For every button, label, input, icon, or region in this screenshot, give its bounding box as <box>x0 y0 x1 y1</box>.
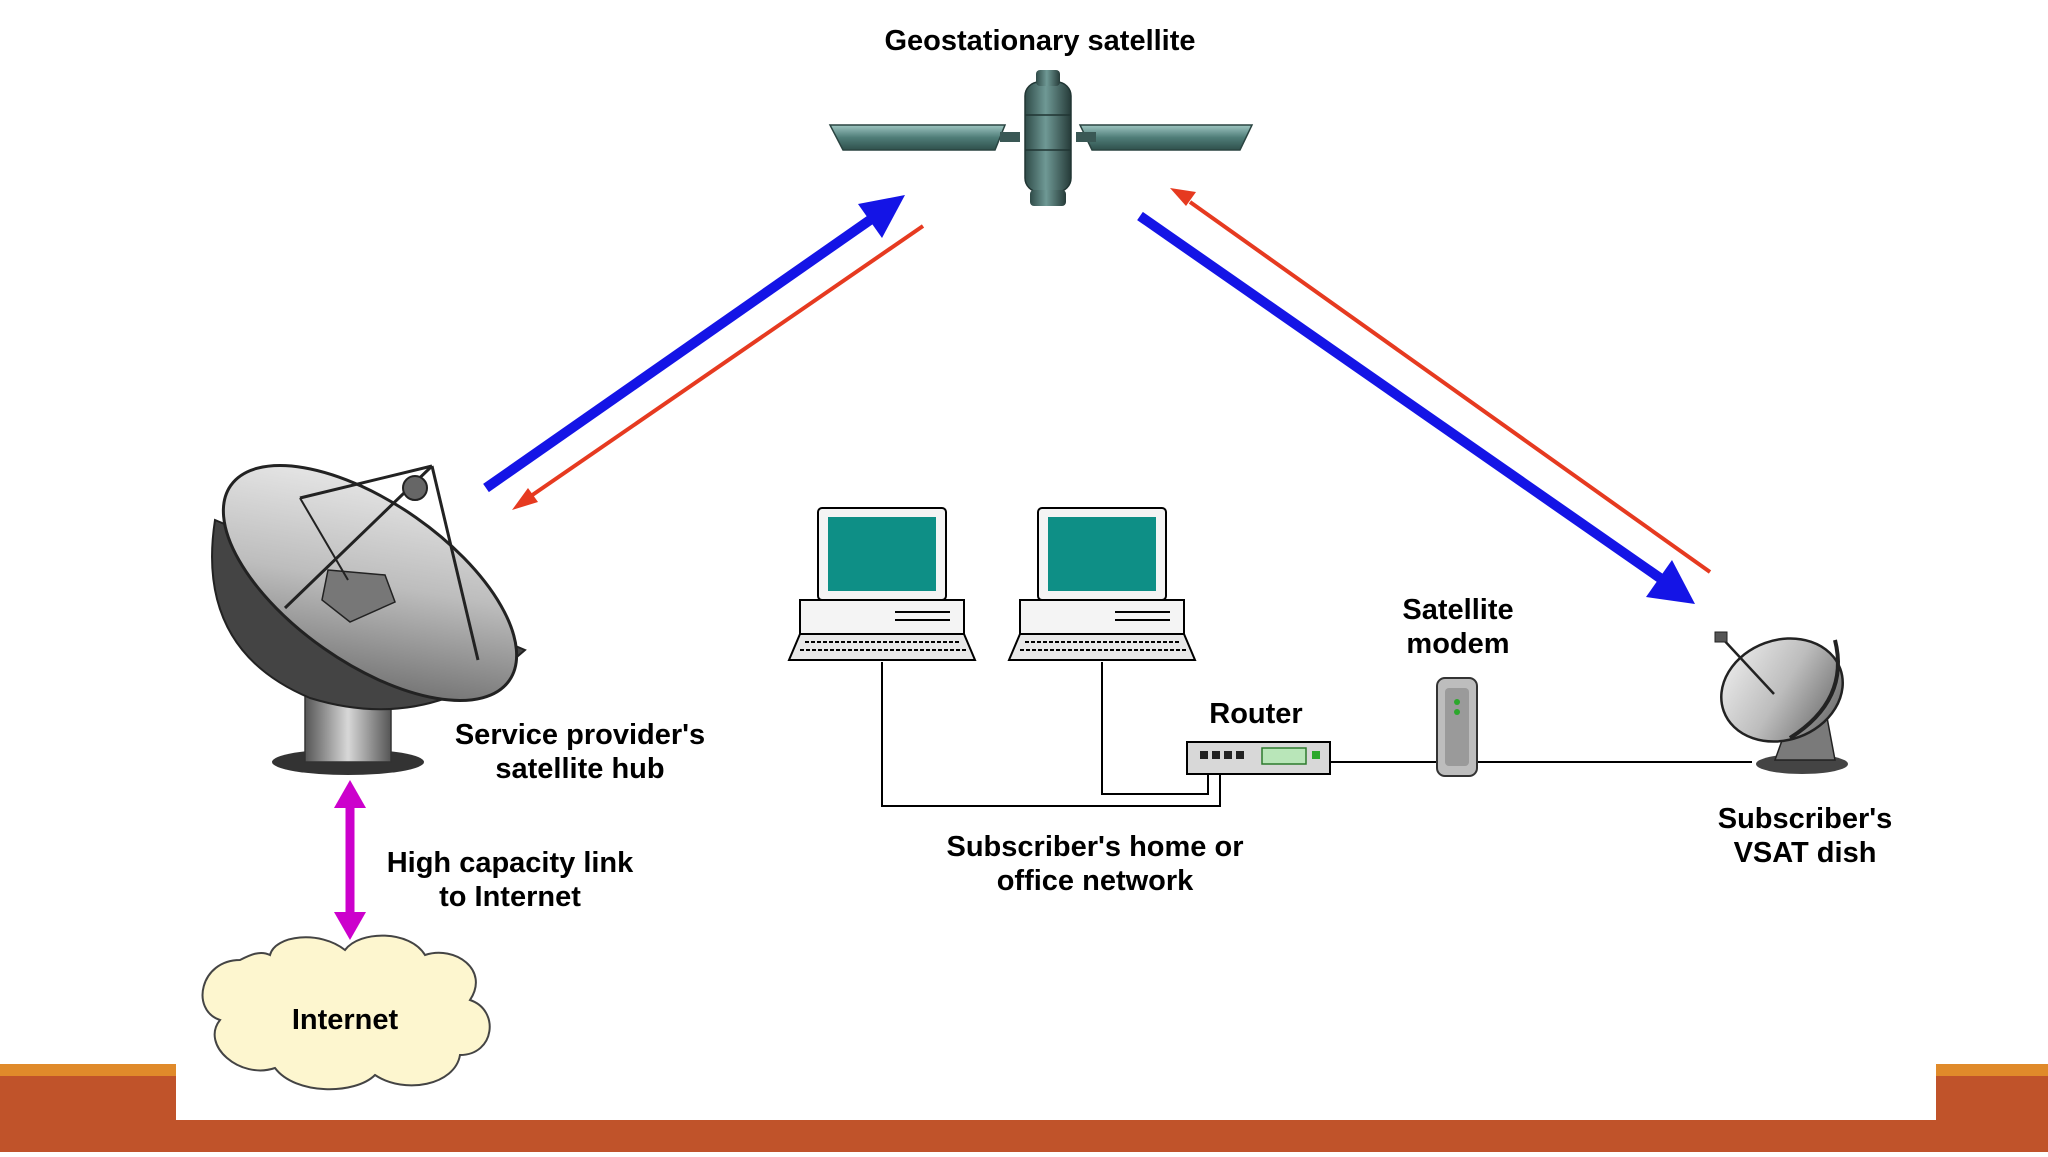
network-label-line2: office network <box>996 865 1194 897</box>
satellite-icon <box>828 70 1254 206</box>
network-wiring <box>881 662 1752 807</box>
network-label: Subscriber's home or office network <box>900 830 1290 898</box>
slide-bar-accent-left <box>0 1064 180 1078</box>
downlink-hub-arrow <box>512 224 925 510</box>
modem-label-line1: Satellite <box>1402 594 1514 626</box>
internet-link-label-line2: to Internet <box>439 881 581 913</box>
internet-link-arrow <box>334 780 366 940</box>
vsat-label-line2: VSAT dish <box>1733 837 1877 869</box>
computer-icon <box>1007 507 1197 661</box>
internet-link-label-line1: High capacity link <box>386 847 634 879</box>
router-label-text: Router <box>1209 698 1303 730</box>
satellite-label: Geostationary satellite <box>840 24 1240 58</box>
hub-label-line1: Service provider's <box>454 719 706 751</box>
uplink-hub-arrow <box>483 195 905 493</box>
slide-bar-accent-right <box>1935 1064 2048 1078</box>
router-icon <box>1186 741 1331 775</box>
internet-label-text: Internet <box>291 1004 399 1036</box>
vsat-label-line1: Subscriber's <box>1717 803 1893 835</box>
network-label-line1: Subscriber's home or <box>946 831 1244 863</box>
hub-label-line2: satellite hub <box>495 753 665 785</box>
router-label: Router <box>1176 697 1336 731</box>
vsat-label: Subscriber's VSAT dish <box>1680 802 1930 870</box>
modem-icon <box>1436 677 1478 777</box>
modem-label: Satellite modem <box>1368 593 1548 661</box>
downlink-vsat-arrow <box>1137 211 1695 604</box>
computer-icon <box>787 507 977 661</box>
modem-label-line2: modem <box>1406 628 1510 660</box>
vsat-dish-icon <box>1714 631 1848 774</box>
uplink-vsat-arrow <box>1170 188 1712 574</box>
cloud-icon <box>201 934 491 1091</box>
hub-label: Service provider's satellite hub <box>420 718 740 786</box>
satellite-label-text: Geostationary satellite <box>884 25 1196 57</box>
hub-dish-icon <box>211 464 527 775</box>
internet-link-label: High capacity link to Internet <box>360 846 660 914</box>
internet-label: Internet <box>250 1003 440 1037</box>
